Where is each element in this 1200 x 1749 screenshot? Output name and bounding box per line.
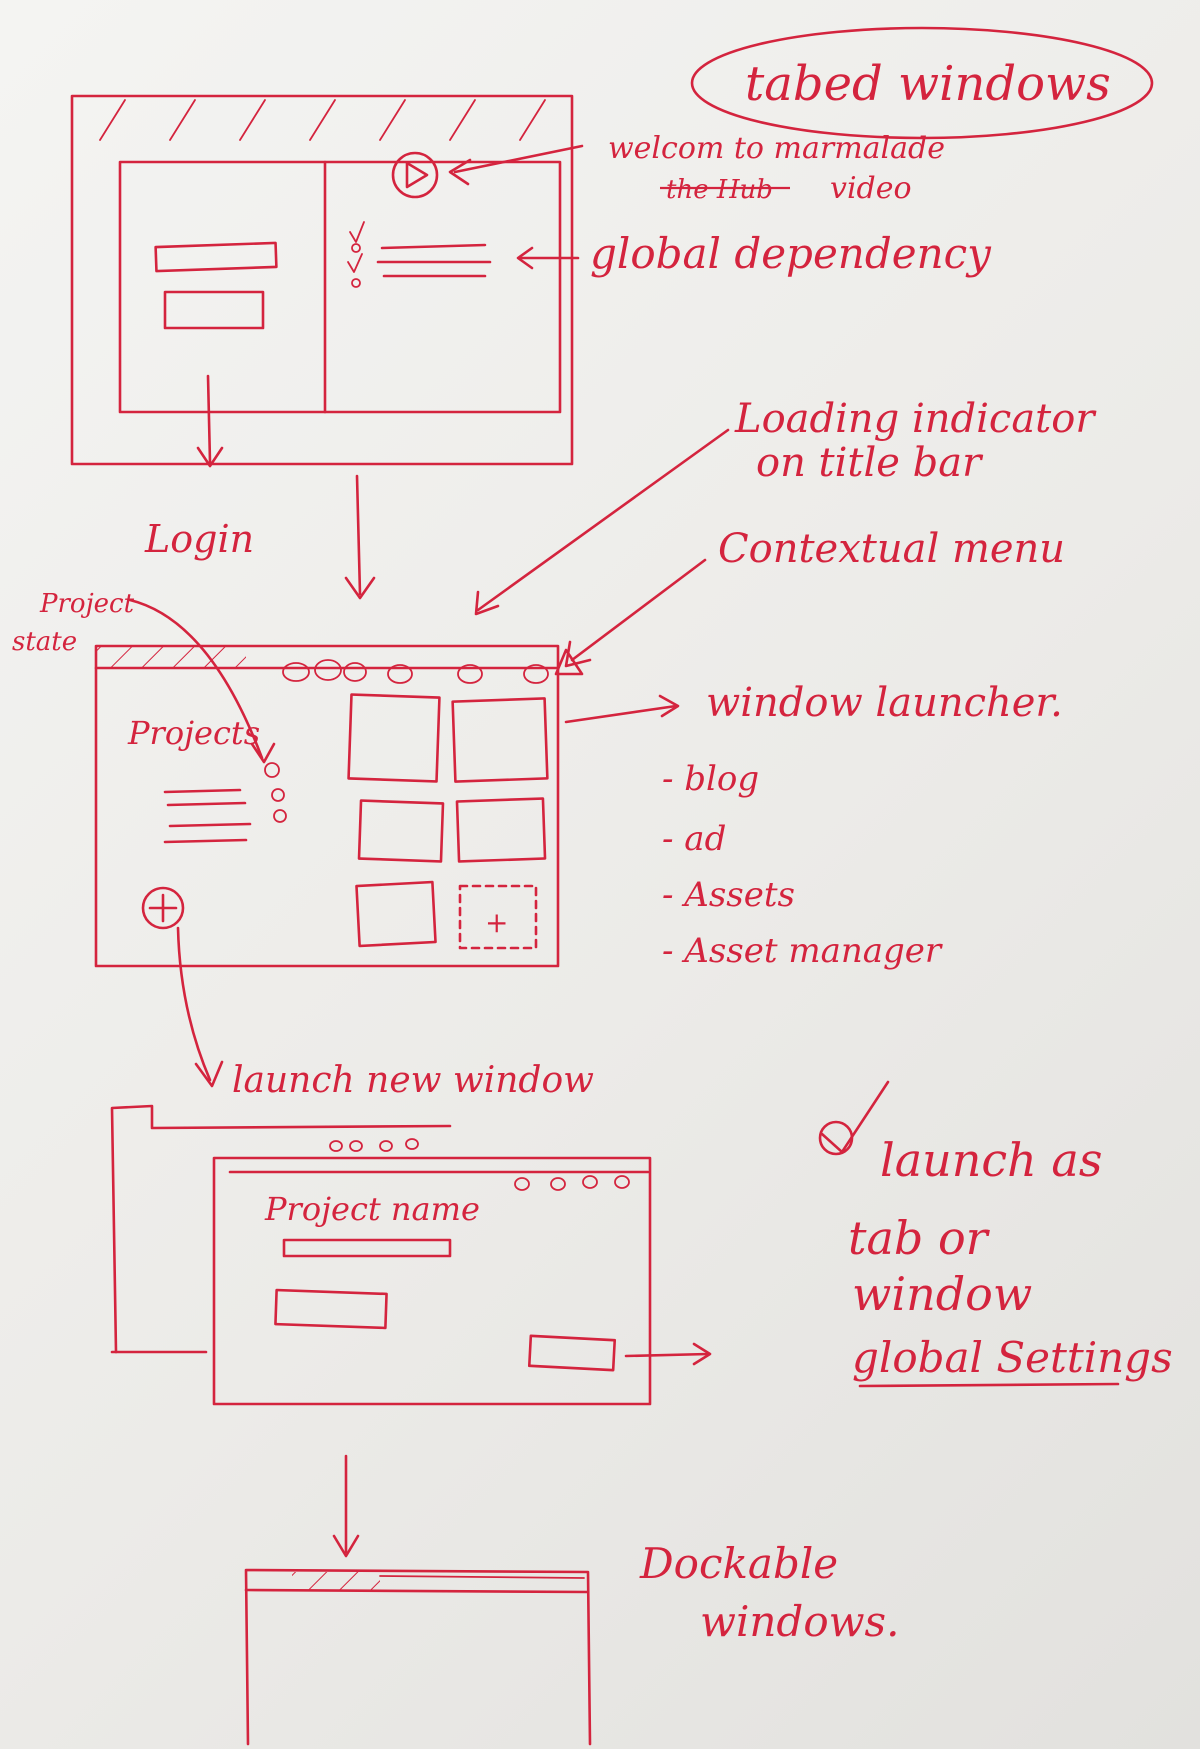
launch-as-notes: launch as tab or window global Settings <box>818 1080 1173 1388</box>
main-window-frame <box>94 644 560 968</box>
dockable-text-2: windows. <box>700 1597 899 1646</box>
window-tile <box>451 697 549 783</box>
login-field-1 <box>154 241 278 273</box>
loading-indicator-text-1: Loading indicator <box>734 396 1097 442</box>
play-video-icon <box>391 151 439 199</box>
launch-as-text-2: tab or <box>848 1211 991 1265</box>
launch-as-text-1: launch as <box>880 1133 1102 1187</box>
login-field-2 <box>163 290 265 330</box>
check-icon <box>820 1080 890 1154</box>
front-window-frame <box>212 1156 652 1406</box>
window-tile <box>347 693 441 783</box>
launch-new-window-text: launch new window <box>232 1060 594 1101</box>
add-project-icon <box>141 886 185 930</box>
project-state-note: Project state <box>12 589 135 657</box>
launcher-item: - ad <box>662 819 726 859</box>
title-text: tabed windows <box>745 56 1111 112</box>
welcome-window-sketch <box>70 94 574 468</box>
back-window-frame <box>110 1104 452 1354</box>
struck-text: the Hub <box>666 175 773 205</box>
welcome-inner-panel <box>118 160 562 414</box>
title-oval <box>690 26 1154 140</box>
hatched-title-bar <box>96 646 246 668</box>
project-name-field-2 <box>274 1288 388 1330</box>
window-tile <box>455 797 547 863</box>
contextual-menu-text: Contextual menu <box>718 526 1065 572</box>
window-tile <box>355 880 437 948</box>
global-dependency-text: global dependency <box>590 229 992 278</box>
window-tile <box>357 799 445 863</box>
check-icon <box>347 253 363 273</box>
project-name-label: Project name <box>264 1190 480 1228</box>
dockable-text-1: Dockable <box>639 1539 838 1588</box>
settings-button <box>527 1334 617 1372</box>
welcome-text: welcom to marmalade <box>608 131 945 166</box>
flow-arrows-middle: Login Loading indicator on title bar Con… <box>144 396 1097 668</box>
title-group: tabed windows <box>690 26 1154 140</box>
add-tile-placeholder <box>458 884 538 950</box>
stacked-windows-sketch: Project name <box>110 1104 712 1406</box>
launcher-item: - Assets <box>662 875 795 915</box>
global-settings-text: global Settings <box>852 1333 1173 1382</box>
launch-as-text-3: window <box>852 1267 1032 1321</box>
launcher-item: - Asset manager <box>662 931 943 971</box>
window-launcher-text: window launcher. <box>706 680 1063 726</box>
project-state-text-1: Project <box>39 589 135 619</box>
welcome-window-frame <box>70 94 574 466</box>
launcher-item: - blog <box>662 759 759 799</box>
contextual-menu-icon <box>554 648 584 676</box>
dockable-windows-sketch: Dockable windows. <box>244 1454 899 1746</box>
project-state-text-2: state <box>12 627 77 657</box>
projects-label: Projects <box>127 714 260 752</box>
dock-hatched-bar <box>292 1572 380 1590</box>
video-text: video <box>830 171 912 206</box>
window-launcher-notes: window launcher. - blog - ad - Assets - … <box>232 680 1063 1101</box>
main-window-sketch: Projects + <box>94 598 680 1088</box>
loading-indicator-text-2: on title bar <box>756 440 984 486</box>
check-icon <box>349 221 365 243</box>
add-tile-plus: + <box>485 906 508 939</box>
login-text: Login <box>144 517 254 561</box>
title-bar-loading-dots <box>282 659 549 684</box>
dock-window-frame <box>244 1568 592 1746</box>
project-name-field-1 <box>282 1238 452 1258</box>
welcome-annotations: welcom to marmalade the Hub video global… <box>448 131 992 278</box>
